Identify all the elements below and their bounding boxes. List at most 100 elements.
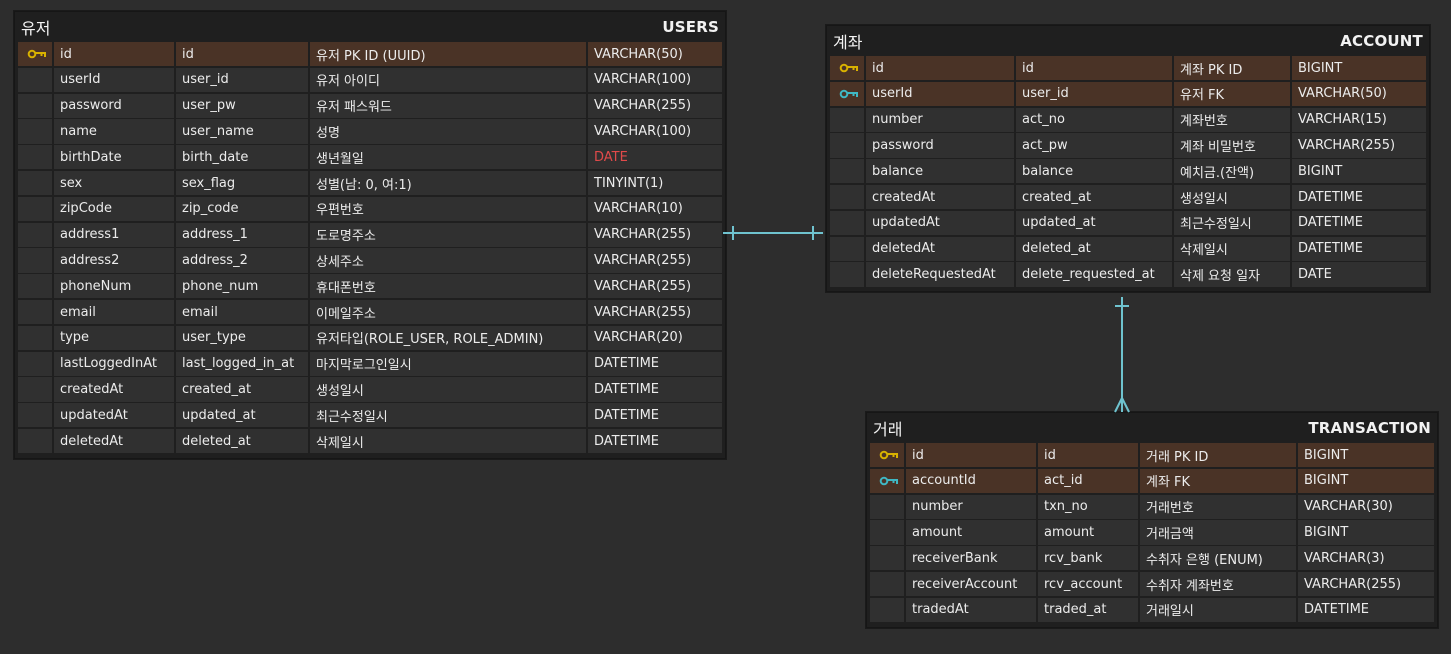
key-cell [830,81,864,107]
field-name-cell: birthDate [54,145,174,170]
key-cell [870,494,904,519]
field-name-cell: password [866,133,1014,158]
field-name-cell: id [906,443,1036,468]
column-name-cell: zip_code [176,196,308,222]
type-cell: TINYINT(1) [588,170,722,196]
field-name-cell: phoneNum [54,274,174,299]
comment-cell: 수취자 계좌번호 [1140,571,1296,597]
relation-users-account[interactable] [723,226,823,240]
key-cell [18,170,52,196]
column-name-cell: birth_date [176,145,308,170]
field-name-cell: id [54,42,174,67]
table-header: 유저 USERS [15,12,725,42]
type-cell: DATETIME [588,377,722,402]
column-name-cell: email [176,299,308,325]
comment-cell: 생년월일 [310,145,586,170]
column-name-cell: user_type [176,325,308,351]
key-cell [830,262,864,287]
column-name-cell: user_pw [176,93,308,118]
comment-cell: 유저타입(ROLE_USER, ROLE_ADMIN) [310,325,586,351]
type-cell: DATETIME [588,403,722,428]
field-name-cell: updatedAt [54,403,174,428]
column-name-cell: created_at [1016,184,1172,210]
field-name-cell: deletedAt [54,428,174,454]
type-cell: DATETIME [1292,184,1426,210]
column-name-cell: deleted_at [1016,236,1172,261]
column-name-cell: act_id [1038,468,1138,494]
key-cell [830,56,864,81]
column-name-cell: last_logged_in_at [176,351,308,376]
type-cell: VARCHAR(15) [1292,107,1426,132]
key-cell [18,42,52,67]
comment-cell: 예치금.(잔액) [1174,159,1290,184]
type-cell: VARCHAR(255) [588,248,722,273]
column-name-cell: deleted_at [176,428,308,454]
field-name-cell: receiverBank [906,546,1036,571]
field-name-cell: createdAt [866,184,1014,210]
table-name: USERS [662,18,719,36]
table-korean-name: 거래 [873,420,903,439]
relation-account-transaction[interactable] [1114,297,1130,413]
table-header: 계좌 ACCOUNT [827,26,1429,56]
table-korean-name: 계좌 [833,33,863,52]
comment-cell: 마지막로그인일시 [310,351,586,376]
type-cell: VARCHAR(255) [1298,571,1434,597]
field-name-cell: number [906,494,1036,519]
field-name-cell: number [866,107,1014,132]
table-name: ACCOUNT [1340,32,1423,50]
key-cell [18,248,52,273]
column-name-cell: user_id [1016,81,1172,107]
comment-cell: 삭제일시 [310,428,586,454]
field-name-cell: sex [54,170,174,196]
comment-cell: 휴대폰번호 [310,274,586,299]
column-name-cell: traded_at [1038,597,1138,623]
column-name-cell: id [1016,56,1172,81]
comment-cell: 유저 패스워드 [310,93,586,118]
key-cell [870,546,904,571]
column-name-cell: balance [1016,159,1172,184]
field-name-cell: tradedAt [906,597,1036,623]
type-cell: VARCHAR(50) [1292,81,1426,107]
column-name-cell: address_2 [176,248,308,273]
comment-cell: 거래 PK ID [1140,443,1296,468]
comment-cell: 성별(남: 0, 여:1) [310,170,586,196]
type-cell: BIGINT [1298,468,1434,494]
type-cell: DATETIME [1298,597,1434,623]
key-cell [18,299,52,325]
